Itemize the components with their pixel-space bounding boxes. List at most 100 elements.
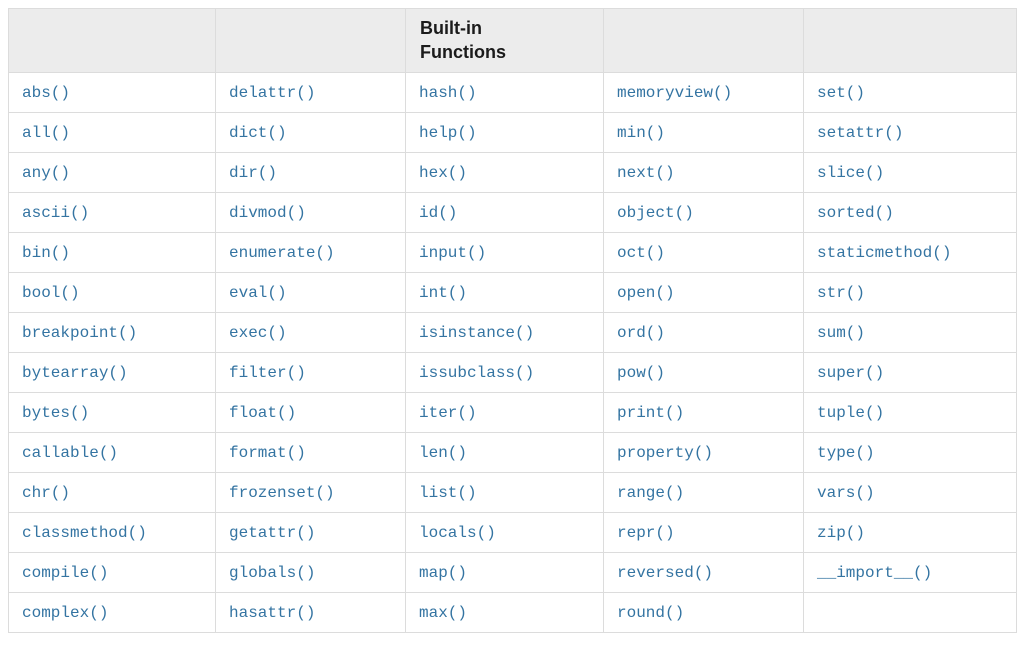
function-link[interactable]: tuple() xyxy=(817,403,885,422)
table-row: ascii() divmod() id() object() sorted() xyxy=(8,192,1017,233)
function-link[interactable]: staticmethod() xyxy=(817,243,952,262)
function-link[interactable]: bytearray() xyxy=(22,363,128,382)
table-cell: input() xyxy=(405,232,604,273)
function-link[interactable]: next() xyxy=(617,163,675,182)
function-link[interactable]: all() xyxy=(22,123,71,142)
header-row: Built-in Functions xyxy=(8,8,1017,73)
function-link[interactable]: pow() xyxy=(617,363,666,382)
function-link[interactable]: ord() xyxy=(617,323,666,342)
table-title: Built-in Functions xyxy=(420,18,506,62)
function-link[interactable]: set() xyxy=(817,83,866,102)
table-cell: set() xyxy=(803,72,1017,113)
function-link[interactable]: sum() xyxy=(817,323,866,342)
table-cell: tuple() xyxy=(803,392,1017,433)
function-link[interactable]: frozenset() xyxy=(229,483,335,502)
function-link[interactable]: list() xyxy=(419,483,477,502)
function-link[interactable]: input() xyxy=(419,243,487,262)
function-link[interactable]: dict() xyxy=(229,123,287,142)
table-cell: reversed() xyxy=(603,552,804,593)
table-cell: sum() xyxy=(803,312,1017,353)
function-link[interactable]: iter() xyxy=(419,403,477,422)
function-link[interactable]: type() xyxy=(817,443,875,462)
function-link[interactable]: reversed() xyxy=(617,563,714,582)
function-link[interactable]: slice() xyxy=(817,163,885,182)
function-link[interactable]: __import__() xyxy=(817,563,933,582)
function-link[interactable]: super() xyxy=(817,363,885,382)
table-cell: slice() xyxy=(803,152,1017,193)
table-cell: dir() xyxy=(215,152,406,193)
function-link[interactable]: compile() xyxy=(22,563,109,582)
function-link[interactable]: range() xyxy=(617,483,685,502)
table-cell: property() xyxy=(603,432,804,473)
function-link[interactable]: object() xyxy=(617,203,694,222)
function-link[interactable]: min() xyxy=(617,123,666,142)
table-cell: callable() xyxy=(8,432,216,473)
function-link[interactable]: breakpoint() xyxy=(22,323,138,342)
table-cell: help() xyxy=(405,112,604,153)
function-link[interactable]: zip() xyxy=(817,523,866,542)
function-link[interactable]: bool() xyxy=(22,283,80,302)
table-cell: round() xyxy=(603,592,804,633)
function-link[interactable]: map() xyxy=(419,563,468,582)
function-link[interactable]: memoryview() xyxy=(617,83,733,102)
function-link[interactable]: hash() xyxy=(419,83,477,102)
function-link[interactable]: oct() xyxy=(617,243,666,262)
function-link[interactable]: callable() xyxy=(22,443,119,462)
function-link[interactable]: issubclass() xyxy=(419,363,535,382)
function-link[interactable]: repr() xyxy=(617,523,675,542)
function-link[interactable]: classmethod() xyxy=(22,523,147,542)
function-link[interactable]: divmod() xyxy=(229,203,306,222)
function-link[interactable]: hex() xyxy=(419,163,468,182)
function-link[interactable]: open() xyxy=(617,283,675,302)
function-link[interactable]: property() xyxy=(617,443,714,462)
table-cell: delattr() xyxy=(215,72,406,113)
function-link[interactable]: globals() xyxy=(229,563,316,582)
table-cell: bytes() xyxy=(8,392,216,433)
function-link[interactable]: chr() xyxy=(22,483,71,502)
function-link[interactable]: float() xyxy=(229,403,297,422)
table-cell: print() xyxy=(603,392,804,433)
function-link[interactable]: any() xyxy=(22,163,71,182)
function-link[interactable]: print() xyxy=(617,403,685,422)
function-link[interactable]: sorted() xyxy=(817,203,894,222)
table-cell: open() xyxy=(603,272,804,313)
builtin-functions-table: Built-in Functions abs() delattr() hash() m… xyxy=(8,8,1017,633)
table-cell: eval() xyxy=(215,272,406,313)
function-link[interactable]: vars() xyxy=(817,483,875,502)
function-link[interactable]: delattr() xyxy=(229,83,316,102)
function-link[interactable]: dir() xyxy=(229,163,278,182)
function-link[interactable]: round() xyxy=(617,603,685,622)
function-link[interactable]: getattr() xyxy=(229,523,316,542)
function-link[interactable]: locals() xyxy=(419,523,496,542)
function-link[interactable]: max() xyxy=(419,603,468,622)
function-link[interactable]: filter() xyxy=(229,363,306,382)
function-link[interactable]: abs() xyxy=(22,83,71,102)
function-link[interactable]: eval() xyxy=(229,283,287,302)
function-link[interactable]: format() xyxy=(229,443,306,462)
function-link[interactable]: help() xyxy=(419,123,477,142)
table-cell: complex() xyxy=(8,592,216,633)
function-link[interactable]: setattr() xyxy=(817,123,904,142)
function-link[interactable]: complex() xyxy=(22,603,109,622)
table-cell: bool() xyxy=(8,272,216,313)
function-link[interactable]: isinstance() xyxy=(419,323,535,342)
function-link[interactable]: str() xyxy=(817,283,866,302)
function-link[interactable]: id() xyxy=(419,203,458,222)
function-link[interactable]: bytes() xyxy=(22,403,90,422)
table-row: any() dir() hex() next() slice() xyxy=(8,152,1017,193)
function-link[interactable]: bin() xyxy=(22,243,71,262)
table-cell: exec() xyxy=(215,312,406,353)
table-cell: breakpoint() xyxy=(8,312,216,353)
function-link[interactable]: exec() xyxy=(229,323,287,342)
table-cell: setattr() xyxy=(803,112,1017,153)
table-row: chr() frozenset() list() range() vars() xyxy=(8,472,1017,513)
function-link[interactable]: ascii() xyxy=(22,203,90,222)
function-link[interactable]: len() xyxy=(419,443,468,462)
table-cell: zip() xyxy=(803,512,1017,553)
function-link[interactable]: hasattr() xyxy=(229,603,316,622)
table-cell: hash() xyxy=(405,72,604,113)
function-link[interactable]: enumerate() xyxy=(229,243,335,262)
table-cell: repr() xyxy=(603,512,804,553)
table-row: bool() eval() int() open() str() xyxy=(8,272,1017,313)
function-link[interactable]: int() xyxy=(419,283,468,302)
